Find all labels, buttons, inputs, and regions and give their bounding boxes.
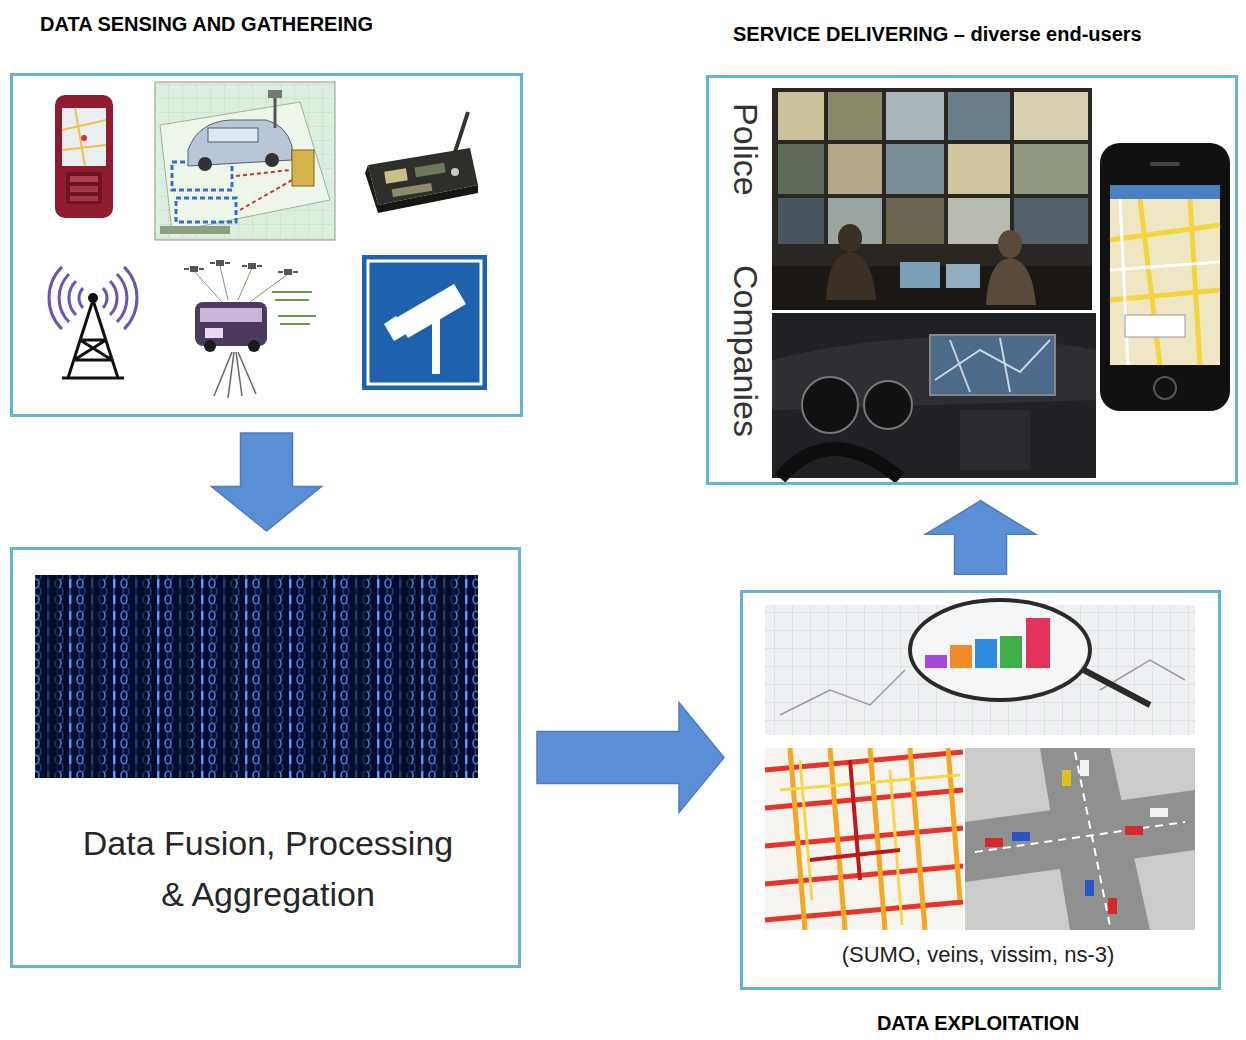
mobile-phone <box>55 95 113 218</box>
traffic-heatmap <box>765 748 963 930</box>
panel-heading: DATA EXPLOITATION <box>743 1012 1213 1034</box>
gps-bus-tracking <box>184 260 316 398</box>
control-room-photo <box>772 88 1092 310</box>
panel-heading: DATA SENSING AND GATHEREING <box>40 13 373 35</box>
intersection-simulation <box>965 748 1195 930</box>
diagram-panel: DATA SENSING AND GATHEREING <box>10 73 523 417</box>
flow-arrow <box>926 501 1036 575</box>
radio-tower <box>49 267 137 378</box>
vertical-label: Police <box>729 103 763 196</box>
diagram-panel: SERVICE DELIVERING – diverse end-usersPo… <box>706 75 1238 485</box>
panel-heading: SERVICE DELIVERING – diverse end-users <box>733 23 1142 45</box>
car-dashboard-photo <box>772 313 1096 478</box>
chart-magnifier <box>765 600 1195 735</box>
diagram-panel: (SUMO, veins, vissim, ns-3)DATA EXPLOITA… <box>740 590 1221 990</box>
induction-loop-sensor <box>155 82 335 240</box>
cctv-camera-sign <box>362 255 487 390</box>
wireless-sensor-node <box>365 112 478 213</box>
vertical-label: Companies <box>729 265 763 437</box>
smartphone-map <box>1100 143 1230 411</box>
binary-data-image <box>35 575 478 778</box>
flow-arrow <box>537 703 724 813</box>
tool-list: (SUMO, veins, vissim, ns-3) <box>743 943 1213 967</box>
flow-arrow <box>212 433 322 531</box>
panel-caption: Data Fusion, Processing & Aggregation <box>73 818 463 920</box>
diagram-panel: Data Fusion, Processing & Aggregation <box>10 547 521 968</box>
